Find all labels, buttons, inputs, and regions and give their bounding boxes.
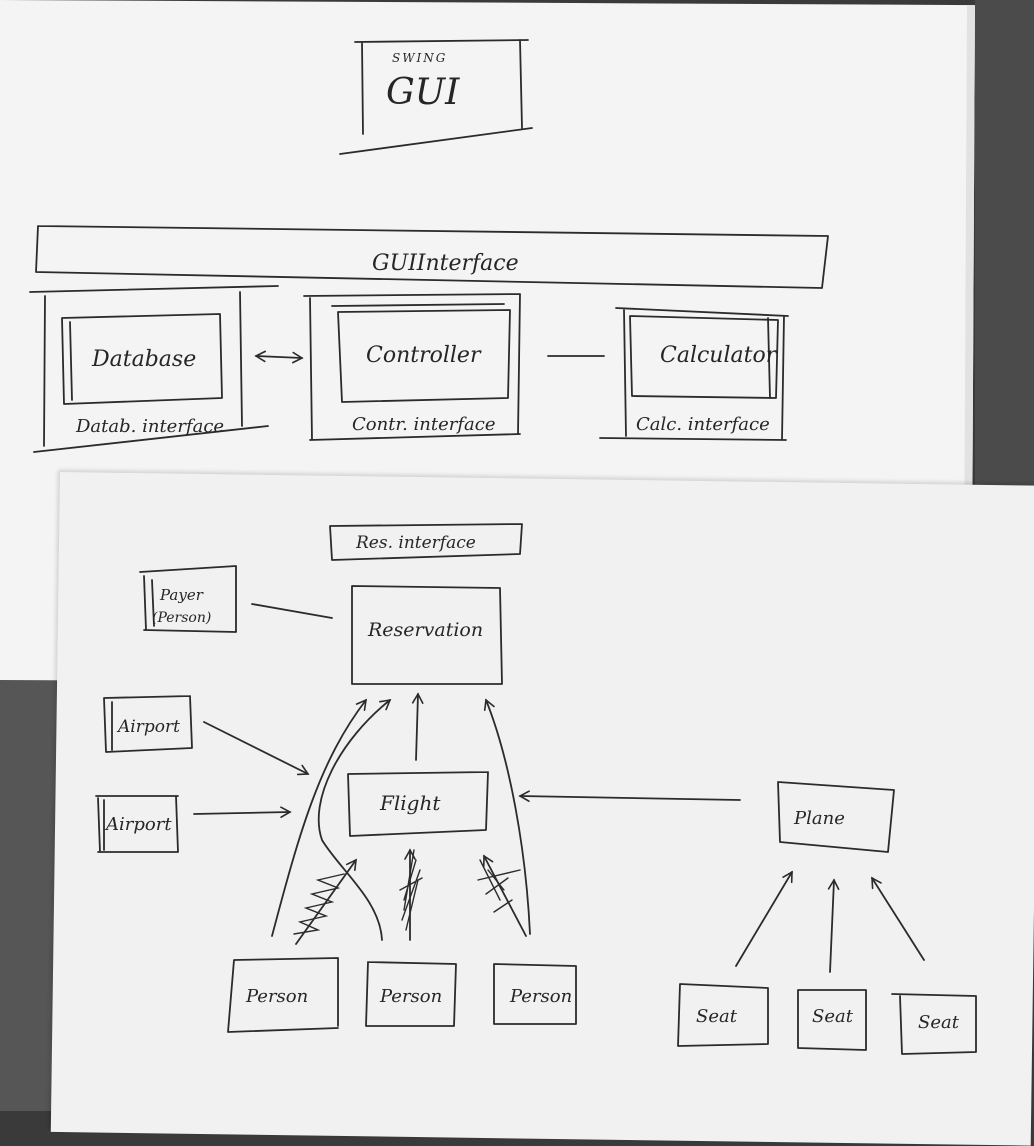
airport-1-flight-arrow <box>203 721 310 776</box>
res-interface-box: Res. interface <box>329 523 523 561</box>
person-box-2: Person <box>365 961 457 1027</box>
calc-interface-label: Calc. interface <box>636 414 770 435</box>
payer-reservation-link <box>251 603 333 619</box>
airport-2-flight-arrow <box>193 806 292 818</box>
airport-1-label: Airport <box>116 717 180 737</box>
seat-box-3: Seat <box>891 993 977 1055</box>
calculator-module: Calculator Calc. interface <box>599 307 789 441</box>
sketch-diagram: SWING GUI GUIInterface Database Datab. i… <box>29 39 977 1055</box>
background-dark-right <box>975 0 1034 500</box>
payer-box: Payer (Person) <box>139 565 237 633</box>
database-controller-link <box>254 350 304 364</box>
airport-2-label: Airport <box>104 814 172 835</box>
payer-label-line2: (Person) <box>152 610 211 626</box>
gui-label: GUI <box>386 72 460 113</box>
person-box-3: Person <box>493 963 577 1025</box>
reservation-box: Reservation <box>351 585 503 685</box>
person-box-1: Person <box>227 957 339 1033</box>
person-3-label: Person <box>509 986 572 1007</box>
seat-box-1: Seat <box>677 983 769 1047</box>
database-module: Database Datab. interface <box>29 285 279 453</box>
gui-interface-label: GUIInterface <box>372 251 519 276</box>
controller-label: Controller <box>366 343 482 368</box>
seat-3-plane-arrow <box>871 876 925 961</box>
swing-label: SWING <box>392 51 447 65</box>
gui-interface-bar: GUIInterface <box>35 225 829 289</box>
payer-label-line1: Payer <box>159 586 204 604</box>
datab-interface-label: Datab. interface <box>75 416 224 437</box>
person-2-reservation-arrow <box>317 698 392 941</box>
database-label: Database <box>91 347 196 372</box>
seat-box-2: Seat <box>797 989 867 1051</box>
seat-1-label: Seat <box>696 1006 738 1027</box>
seat-2-plane-arrow <box>827 878 840 973</box>
flight-label: Flight <box>379 791 441 815</box>
plane-label: Plane <box>793 808 845 829</box>
person-flight-crossed-arrows <box>293 848 527 945</box>
contr-interface-label: Contr. interface <box>352 414 495 435</box>
flight-box: Flight <box>347 771 489 837</box>
plane-box: Plane <box>777 781 895 853</box>
person-2-label: Person <box>379 986 442 1007</box>
calculator-label: Calculator <box>660 343 778 368</box>
seat-3-label: Seat <box>918 1012 960 1033</box>
person-1-reservation-arrow <box>271 698 368 937</box>
res-interface-label: Res. interface <box>355 533 476 553</box>
person-1-label: Person <box>245 986 308 1007</box>
seat-2-label: Seat <box>812 1006 854 1027</box>
swing-gui-box: SWING GUI <box>339 39 533 155</box>
plane-flight-arrow <box>518 790 741 802</box>
flight-reservation-arrow <box>411 692 424 761</box>
seat-1-plane-arrow <box>735 870 793 967</box>
airport-box-2: Airport <box>95 795 179 853</box>
controller-module: Controller Contr. interface <box>303 293 521 441</box>
reservation-label: Reservation <box>367 619 483 641</box>
person-3-reservation-arrow <box>483 698 531 935</box>
airport-box-1: Airport <box>103 695 193 753</box>
